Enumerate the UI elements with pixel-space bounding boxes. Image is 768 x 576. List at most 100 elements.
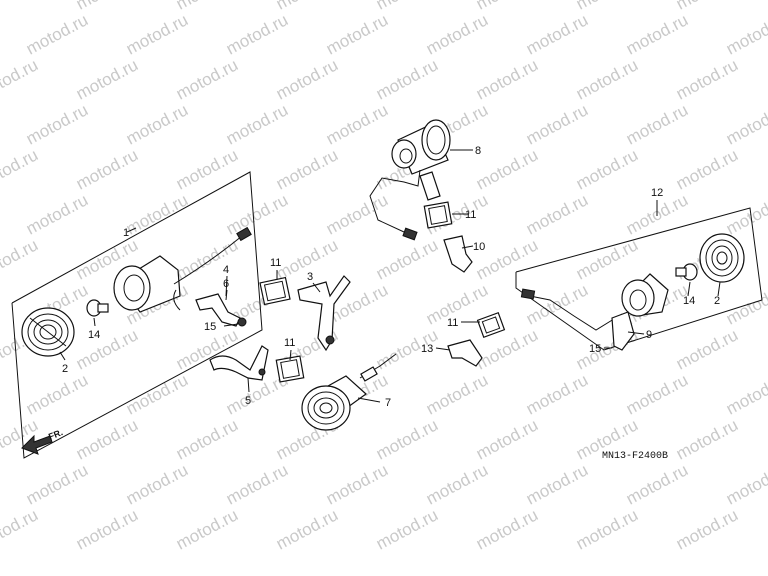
callout-14-left: 14	[88, 329, 100, 341]
watermark-text: motod.ru	[0, 235, 41, 283]
watermark-text: motod.ru	[323, 190, 391, 238]
watermark-text: motod.ru	[0, 505, 41, 553]
watermark-text: motod.ru	[723, 370, 768, 418]
watermark-text: motod.ru	[523, 100, 591, 148]
watermark-text: motod.ru	[0, 145, 41, 193]
watermark-text: motod.ru	[723, 190, 768, 238]
watermark-text: motod.ru	[173, 0, 241, 14]
watermark-text: motod.ru	[473, 55, 541, 103]
leader-lines	[59, 149, 721, 403]
watermark-text: motod.ru	[223, 100, 291, 148]
watermark-text: motod.ru	[523, 460, 591, 508]
watermark-text: motod.ru	[223, 10, 291, 58]
right-lens	[699, 233, 745, 283]
left-bulb	[86, 299, 109, 317]
watermark-text: motod.ru	[573, 145, 641, 193]
watermark-text: motod.ru	[373, 55, 441, 103]
bracket-5	[209, 345, 269, 381]
callout-12: 12	[651, 187, 663, 199]
callout-7: 7	[385, 397, 391, 409]
left-mount-bracket	[195, 293, 247, 327]
watermark-text: motod.ru	[673, 505, 741, 553]
right-housing	[520, 273, 669, 351]
watermark-text: motod.ru	[673, 415, 741, 463]
watermark-text: motod.ru	[0, 415, 41, 463]
callout-11-right: 11	[447, 317, 458, 329]
watermark-text: motod.ru	[623, 460, 691, 508]
watermark-text: motod.ru	[173, 235, 241, 283]
watermark-text: motod.ru	[673, 55, 741, 103]
watermark-text: motod.ru	[473, 415, 541, 463]
watermark-text: motod.ru	[123, 190, 191, 238]
callout-1: 1	[123, 227, 129, 239]
bracket-3	[297, 275, 351, 352]
watermark-text: motod.ru	[623, 10, 691, 58]
watermark-text: motod.ru	[723, 280, 768, 328]
watermark-text: motod.ru	[623, 370, 691, 418]
watermark-text: motod.ru	[373, 505, 441, 553]
callout-labels: 1 2 2 3 4 5 6 7 8 9 10 11 11 11 11 12 13…	[62, 145, 720, 409]
callout-11-top: 11	[465, 209, 476, 221]
watermark-text: motod.ru	[0, 55, 41, 103]
watermark-text: motod.ru	[323, 460, 391, 508]
watermark-text: motod.ru	[73, 55, 141, 103]
watermark-text: motod.ru	[123, 100, 191, 148]
watermark-text: motod.ru	[23, 190, 91, 238]
rubber-pad-right	[476, 312, 506, 338]
watermark-text: motod.ru	[573, 235, 641, 283]
front-arrow-icon	[21, 434, 53, 455]
watermark-text: motod.ru	[173, 145, 241, 193]
watermark-text: motod.ru	[623, 100, 691, 148]
watermark-text: motod.ru	[673, 0, 741, 14]
watermark-text: motod.ru	[123, 370, 191, 418]
callout-11-left: 11	[270, 257, 281, 269]
watermark-text: motod.ru	[473, 505, 541, 553]
watermark-text: motod.ru	[523, 190, 591, 238]
watermark-text: motod.ru	[173, 55, 241, 103]
callout-6: 6	[223, 278, 229, 290]
watermark-text: motod.ru	[323, 100, 391, 148]
watermark-text: motod.ru	[23, 100, 91, 148]
watermark-text: motod.ru	[123, 460, 191, 508]
watermark-text: motod.ru	[323, 10, 391, 58]
watermark-text: motod.ru	[573, 0, 641, 14]
bracket-10	[443, 235, 473, 273]
watermark-text: motod.ru	[373, 235, 441, 283]
watermark-text: motod.ru	[523, 10, 591, 58]
watermark-text: motod.ru	[0, 0, 41, 14]
watermark-text: motod.ru	[673, 325, 741, 373]
watermark-text: motod.ru	[273, 145, 341, 193]
left-lens	[21, 307, 75, 357]
watermark-text: motod.ru	[423, 10, 491, 58]
watermark-text: motod.ru	[73, 505, 141, 553]
callout-5: 5	[245, 395, 251, 407]
callout-11-middle: 11	[284, 337, 295, 349]
watermark-text: motod.ru	[73, 325, 141, 373]
front-signal-7	[301, 353, 397, 431]
callout-15-left: 15	[204, 321, 216, 333]
left-housing	[113, 226, 252, 313]
watermark-text: motod.ru	[73, 0, 141, 14]
watermark-text: motod.ru	[73, 145, 141, 193]
watermark-text: motod.ru	[373, 415, 441, 463]
left-assembly-frame	[11, 171, 263, 459]
watermark-text: motod.ru	[723, 460, 768, 508]
rubber-pad-middle	[275, 355, 305, 383]
watermark-text: motod.ru	[723, 100, 768, 148]
rubber-pad-left	[259, 276, 291, 306]
watermark-text: motod.ru	[723, 10, 768, 58]
watermark-text: motod.ru	[673, 145, 741, 193]
callout-15-right: 15	[589, 343, 601, 355]
callout-9: 9	[646, 329, 652, 341]
watermark-text: motod.ru	[273, 55, 341, 103]
callout-13: 13	[421, 343, 433, 355]
watermark-text: motod.ru	[173, 415, 241, 463]
watermark-text: motod.ru	[523, 370, 591, 418]
watermark-text: motod.ru	[473, 145, 541, 193]
right-bulb	[675, 263, 698, 281]
watermark-text: motod.ru	[273, 505, 341, 553]
watermark-text: motod.ru	[223, 460, 291, 508]
watermark-text: motod.ru	[123, 10, 191, 58]
watermark-text: motod.ru	[173, 505, 241, 553]
